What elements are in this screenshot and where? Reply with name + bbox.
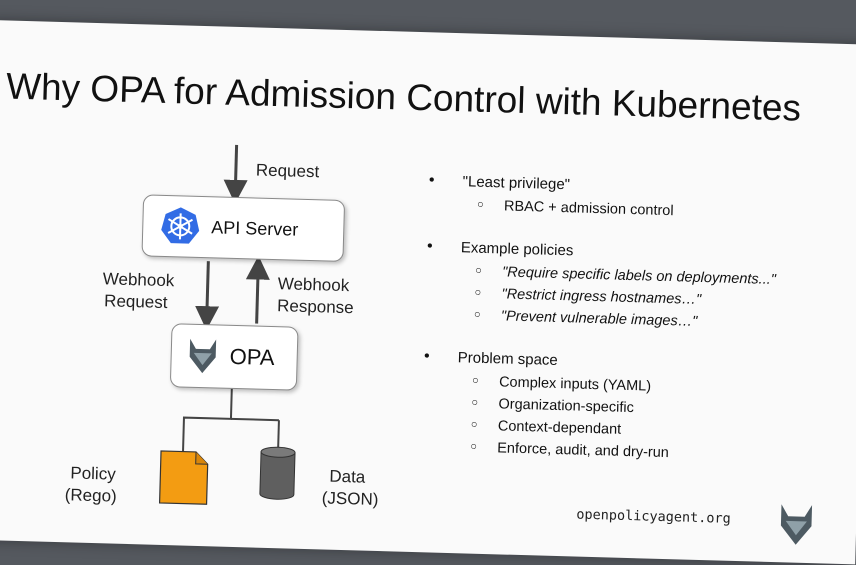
sub-bullet: Context-dependant	[498, 418, 622, 437]
request-label: Request	[255, 160, 320, 182]
policy-label-2: (Rego)	[64, 485, 117, 506]
sub-bullet: Enforce, audit, and dry-run	[497, 440, 669, 461]
slide: Why OPA for Admission Control with Kuber…	[0, 20, 856, 565]
diagram-connectors	[158, 144, 296, 505]
policy-label-1: Policy	[70, 463, 116, 484]
webhook-request-label-1: Webhook	[102, 269, 175, 291]
webhook-response-label-2: Response	[276, 296, 354, 318]
data-connector	[230, 417, 279, 422]
data-connector-drop	[277, 420, 280, 449]
api-server-box: API Server	[141, 194, 346, 262]
opa-logo-icon	[189, 338, 217, 374]
webhook-response-arrow	[245, 255, 270, 324]
footer-url: openpolicyagent.org	[576, 506, 732, 527]
request-arrow	[223, 144, 248, 204]
database-icon	[259, 446, 296, 500]
data-label-2: (JSON)	[321, 488, 379, 510]
api-server-label: API Server	[211, 216, 299, 240]
sub-bullet: RBAC + admission control	[504, 198, 674, 219]
bullet-problem-space: Problem space	[458, 349, 558, 369]
bullet-example-policies: Example policies	[461, 239, 574, 259]
opa-box: OPA	[169, 323, 299, 391]
sub-bullet: Complex inputs (YAML)	[499, 374, 651, 394]
opa-corner-logo-icon	[780, 504, 813, 545]
policy-document-icon	[158, 450, 209, 505]
webhook-response-label-1: Webhook	[277, 274, 350, 296]
sub-bullet: "Prevent vulnerable images…"	[501, 308, 698, 329]
webhook-request-label-2: Request	[103, 291, 168, 313]
bullet-least-privilege: "Least privilege"	[462, 173, 570, 193]
kubernetes-icon	[161, 207, 200, 244]
sub-bullet: Organization-specific	[498, 396, 634, 416]
webhook-request-arrow	[195, 261, 220, 331]
data-label-1: Data	[329, 466, 366, 487]
opa-label: OPA	[229, 343, 275, 371]
opa-storage-connector	[182, 388, 233, 452]
sub-bullet: "Restrict ingress hostnames…"	[501, 286, 701, 308]
sub-bullet: "Require specific labels on deployments.…	[502, 264, 776, 288]
